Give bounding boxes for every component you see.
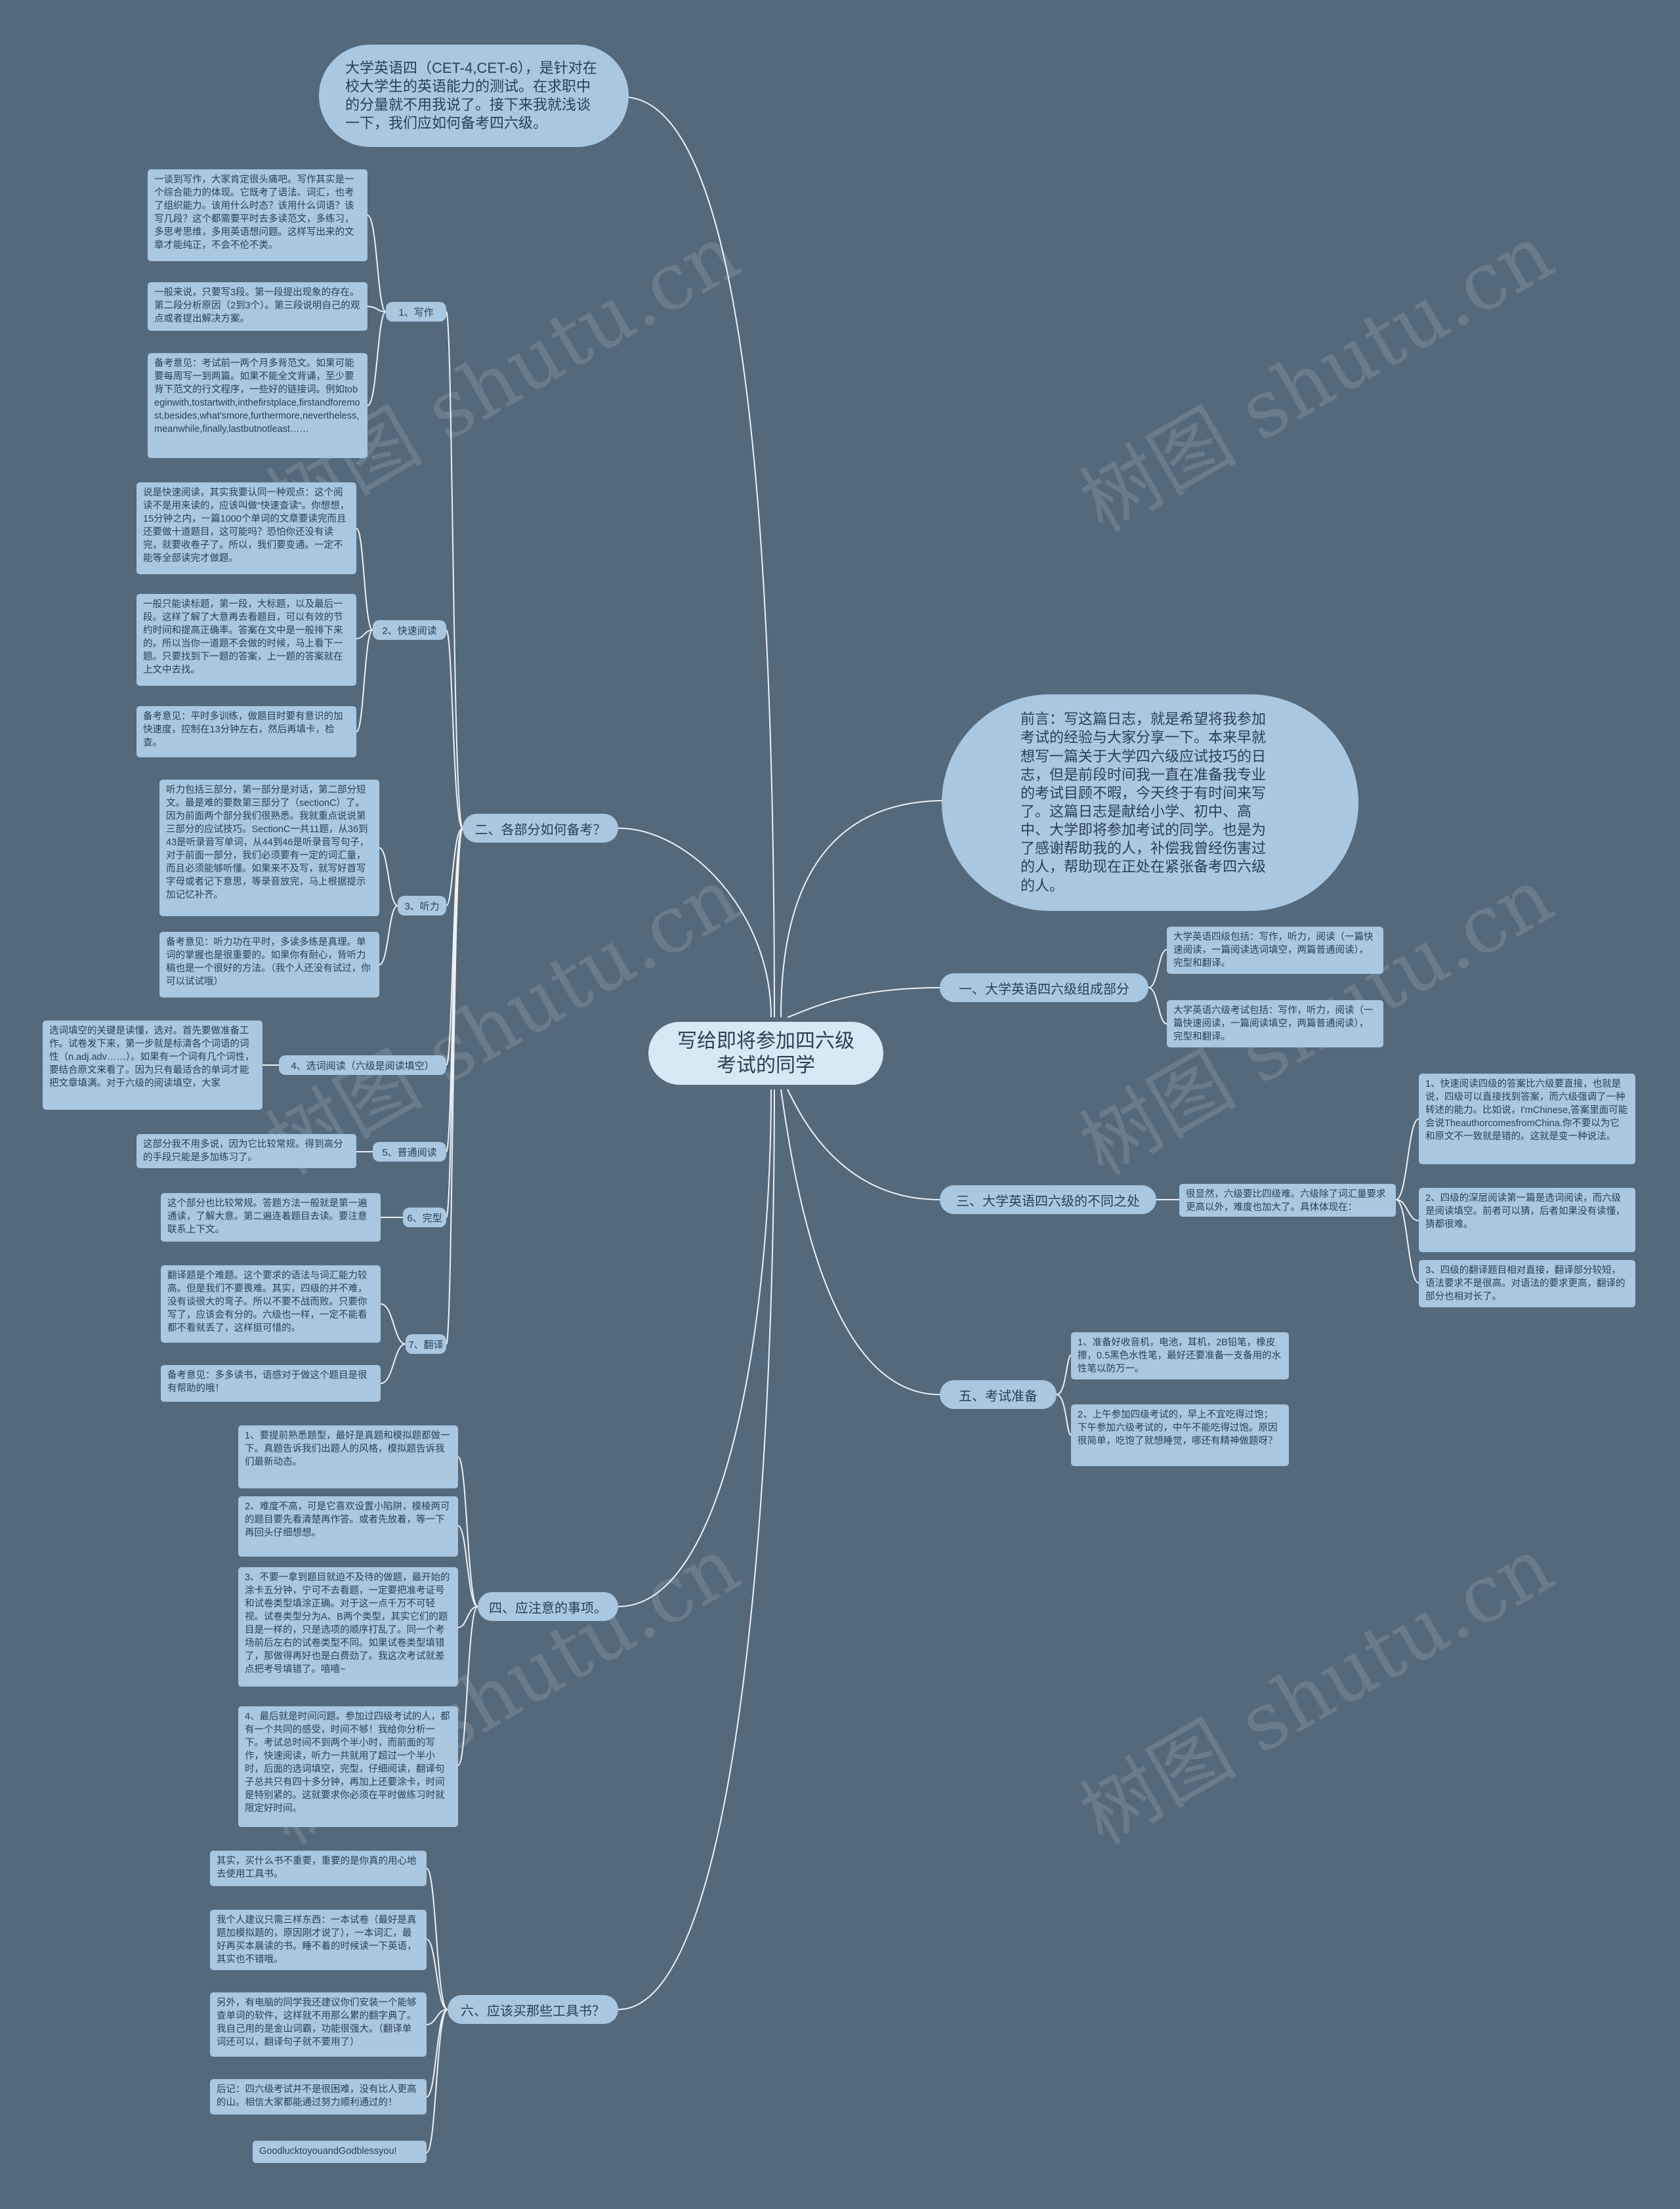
- root-topic[interactable]: 写给即将参加四六级 考试的同学: [648, 1022, 883, 1085]
- writing-leaf[interactable]: 备考意见：考试前一两个月多背范文。如果可能要每周写一到两篇。如果不能全文背诵，至…: [148, 353, 368, 458]
- sub-writing[interactable]: 1、写作: [386, 302, 446, 322]
- writing-leaf[interactable]: 一般来说，只要写3段。第一段提出现象的存在。第二段分析原因（2到3个）。第三段说…: [148, 282, 368, 331]
- branch-reference-books[interactable]: 六、应该买那些工具书？: [448, 1995, 618, 2024]
- exam-prep-item[interactable]: 2、上午参加四级考试的，早上不宜吃得过饱；下午参加六级考试的，中午不能吃得过饱。…: [1071, 1404, 1289, 1466]
- cloze-leaf[interactable]: 这个部分也比较常规。答题方法一般就是第一遍通读，了解大意。第二遍连着题目去读。要…: [161, 1193, 381, 1242]
- word-selection-leaf[interactable]: 选词填空的关键是读懂，选对。首先要做准备工作。试卷发下来，第一步就是标清各个词语…: [43, 1020, 262, 1110]
- sub-translation[interactable]: 7、翻译: [406, 1334, 446, 1354]
- fast-reading-leaf[interactable]: 备考意见：平时多训练，做题目时要有意识的加快速度，控制在13分钟左右，然后再填卡…: [136, 706, 356, 757]
- book-item[interactable]: GoodlucktoyouandGodblessyou!: [253, 2141, 427, 2163]
- listening-leaf[interactable]: 备考意见：听力功在平时，多读多练是真理。单词的掌握也是很重要的。如果你有耐心，背…: [159, 932, 379, 998]
- book-item[interactable]: 其实，买什么书不重要，重要的是你真的用心地去使用工具书。: [210, 1851, 427, 1886]
- intro-text: 大学英语四（CET-4,CET-6），是针对在校大学生的英语能力的测试。在求职中…: [345, 59, 597, 132]
- difference-item[interactable]: 1、快速阅读四级的答案比六级要直接，也就是说，四级可以直接找到答案，而六级强调了…: [1419, 1074, 1635, 1164]
- preface-node[interactable]: 前言：写这篇日志，就是希望将我参加考试的经验与大家分享一下。本来早就想写一篇关于…: [942, 694, 1358, 911]
- fast-reading-leaf[interactable]: 一般只能读标题，第一段，大标题，以及最后一段。这样了解了大意再去看题目，可以有效…: [136, 594, 356, 686]
- branch-preparation[interactable]: 二、各部分如何备考？: [463, 814, 618, 843]
- sub-cloze[interactable]: 6、完型: [403, 1208, 446, 1227]
- composition-cet6[interactable]: 大学英语六级考试包括：写作，听力，阅读（一篇快速阅读，一篇阅读填空，两篇普通阅读…: [1167, 1000, 1383, 1047]
- difference-item[interactable]: 2、四级的深层阅读第一篇是选词阅读，而六级是阅读填空。前者可以猜，后者如果没有读…: [1419, 1188, 1635, 1252]
- preface-text: 前言：写这篇日志，就是希望将我参加考试的经验与大家分享一下。本来早就想写一篇关于…: [1020, 711, 1267, 894]
- translation-leaf[interactable]: 翻译题是个难题。这个要求的语法与词汇能力较高。但是我们不要畏难。其实，四级的并不…: [161, 1265, 381, 1343]
- differences-intro[interactable]: 很显然，六级要比四级难。六级除了词汇量要求更高以外，难度也加大了。具体体现在：: [1179, 1184, 1396, 1217]
- normal-reading-leaf[interactable]: 这部分我不用多说，因为它比较常规。得到高分的手段只能是多加练习了。: [136, 1134, 356, 1168]
- branch-differences[interactable]: 三、大学英语四六级的不同之处: [940, 1185, 1156, 1214]
- sub-fast-reading[interactable]: 2、快速阅读: [373, 620, 446, 640]
- notes-item[interactable]: 2、难度不高，可是它喜欢设置小陷阱，模棱两可的题目要先看清楚再作答。或者先放着，…: [238, 1496, 458, 1557]
- exam-prep-item[interactable]: 1、准备好收音机，电池，耳机，2B铅笔，橡皮擦，0.5黑色水性笔，最好还要准备一…: [1071, 1332, 1289, 1379]
- notes-item[interactable]: 1、要提前熟悉题型，最好是真题和模拟题都做一下。真题告诉我们出题人的风格，模拟题…: [238, 1425, 458, 1488]
- intro-node[interactable]: 大学英语四（CET-4,CET-6），是针对在校大学生的英语能力的测试。在求职中…: [319, 45, 629, 147]
- book-item[interactable]: 后记：四六级考试并不是很困难，没有比人更高的山。相信大家都能通过努力顺利通过的！: [210, 2079, 427, 2114]
- sub-word-selection[interactable]: 4、选词阅读（六级是阅读填空）: [279, 1055, 446, 1075]
- branch-composition[interactable]: 一、大学英语四六级组成部分: [940, 973, 1148, 1002]
- sub-normal-reading[interactable]: 5、普通阅读: [373, 1142, 446, 1162]
- writing-leaf[interactable]: 一谈到写作，大家肯定很头痛吧。写作其实是一个综合能力的体现。它既考了语法、词汇，…: [148, 169, 368, 261]
- sub-listening[interactable]: 3、听力: [398, 896, 446, 915]
- branch-notes[interactable]: 四、应注意的事项。: [478, 1592, 618, 1621]
- fast-reading-leaf[interactable]: 说是快速阅读，其实我要认同一种观点：这个阅读不是用来读的，应该叫做“快速查读”。…: [136, 482, 356, 574]
- composition-cet4[interactable]: 大学英语四级包括：写作，听力，阅读（一篇快速阅读，一篇阅读选词填空，两篇普通阅读…: [1167, 927, 1383, 974]
- book-item[interactable]: 我个人建议只需三样东西：一本试卷（最好是真题加模拟题的，原因刚才说了），一本词汇…: [210, 1910, 427, 1970]
- book-item[interactable]: 另外，有电脑的同学我还建议你们安装一个能够查单词的软件，这样就不用那么累的翻字典…: [210, 1992, 427, 2057]
- difference-item[interactable]: 3、四级的翻译题目相对直接，翻译部分较短，语法要求不是很高。对语法的要求更高，翻…: [1419, 1260, 1635, 1307]
- listening-leaf[interactable]: 听力包括三部分，第一部分是对话，第二部分短文。最是难的要数第三部分了（secti…: [159, 780, 379, 916]
- notes-item[interactable]: 3、不要一拿到题目就迫不及待的做题，最开始的涂卡五分钟，宁可不去看题，一定要把准…: [238, 1567, 458, 1687]
- branch-exam-prep[interactable]: 五、考试准备: [940, 1380, 1057, 1409]
- translation-leaf[interactable]: 备考意见：多多读书，语感对于做这个题目是很有帮助的哦！: [161, 1365, 381, 1402]
- notes-item[interactable]: 4、最后就是时间问题。参加过四级考试的人，都有一个共同的感受，时间不够！我给你分…: [238, 1706, 458, 1827]
